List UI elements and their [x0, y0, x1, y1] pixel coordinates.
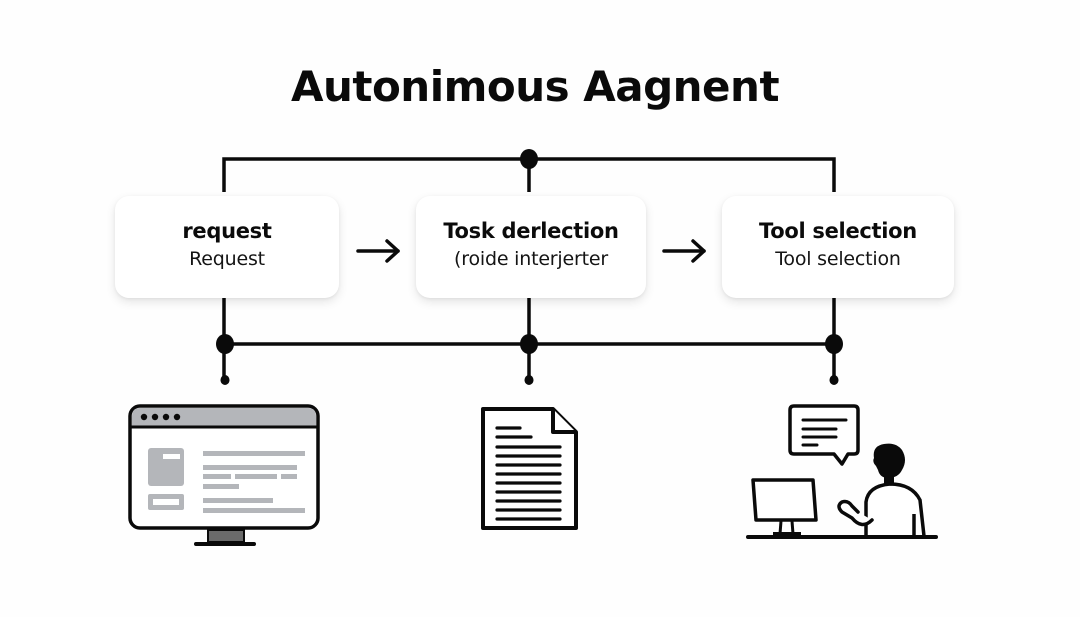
window-dots: [140, 413, 181, 421]
text-lines: [203, 451, 305, 513]
speech-bubble-icon: [788, 404, 860, 466]
step-subtitle: (roide interjerter: [454, 248, 608, 270]
step-card-task-detection: Tosk derlection (roide interjerter: [416, 196, 646, 298]
right-arrow-icon: [356, 239, 400, 263]
text-document-icon: [481, 407, 578, 530]
right-arrow-icon: [662, 239, 706, 263]
step-subtitle: Request: [189, 248, 265, 270]
bottom-junction-dot-right: [825, 334, 843, 354]
document-text-lines: [495, 426, 562, 521]
terminal-dot-center: [524, 375, 534, 385]
step-heading: Tosk derlection: [443, 219, 619, 243]
web-browser-monitor-icon: [128, 404, 320, 546]
step-heading: Tool selection: [759, 219, 917, 243]
bottom-junction-dot-left: [216, 334, 234, 354]
step-card-tool-selection: Tool selection Tool selection: [722, 196, 954, 298]
image-placeholder: [148, 448, 184, 486]
diagram-title: Autonimous Aagnent: [290, 62, 780, 111]
terminal-dot-left: [220, 375, 230, 385]
top-junction-dot: [520, 149, 538, 169]
person-icon: [837, 443, 926, 537]
step-heading: request: [182, 219, 272, 243]
step-subtitle: Tool selection: [775, 248, 901, 270]
step-card-request: request Request: [115, 196, 339, 298]
desktop-monitor-icon: [751, 478, 818, 522]
person-at-computer-chat-icon: [746, 404, 938, 539]
terminal-dot-right: [829, 375, 839, 385]
bottom-junction-dot-center: [520, 334, 538, 354]
